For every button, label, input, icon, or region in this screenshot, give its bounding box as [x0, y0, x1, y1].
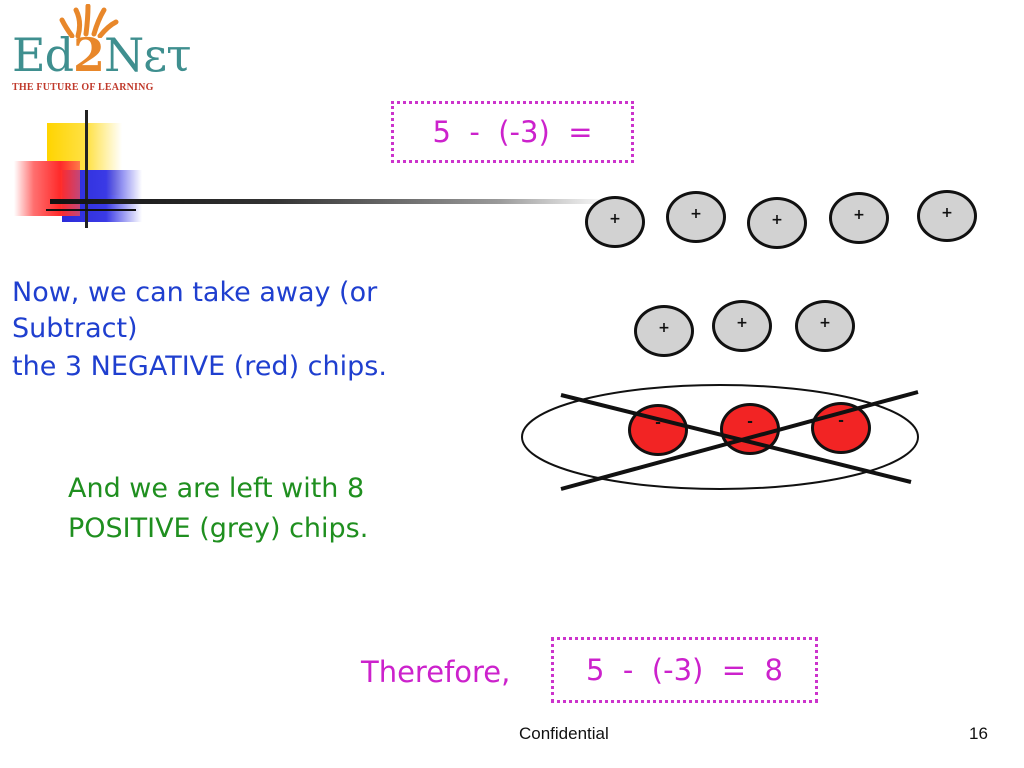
decor-horizontal-line-short [46, 209, 136, 211]
equation-result-text: 5 - (-3) = 8 [586, 653, 783, 687]
positive-chip: + [795, 300, 855, 352]
explanation-line-3: the 3 NEGATIVE (red) chips. [12, 351, 387, 382]
result-text: And we are left with 8 POSITIVE (grey) c… [68, 469, 368, 549]
positive-chip: + [829, 192, 889, 244]
logo-tagline: THE FUTURE OF LEARNING [12, 82, 154, 93]
hand-icon [59, 4, 119, 38]
explanation-line-2: Subtract) [12, 313, 138, 344]
result-line-2: POSITIVE (grey) chips. [68, 513, 369, 544]
explanation-text: Now, we can take away (or Subtract) the … [12, 273, 387, 387]
negative-chip: - [811, 402, 871, 454]
ed2net-logo: Ed2Νετ THE FUTURE OF LEARNING [10, 4, 192, 96]
result-line-1: And we are left with 8 [68, 473, 365, 504]
positive-chip: + [634, 305, 694, 357]
therefore-label: Therefore, [361, 655, 511, 689]
positive-chip: + [917, 190, 977, 242]
equation-top-box: 5 - (-3) = [391, 101, 634, 163]
page-number: 16 [969, 724, 988, 743]
positive-chip: + [747, 197, 807, 249]
decor-horizontal-line [50, 199, 610, 204]
decor-vertical-line [85, 110, 88, 228]
explanation-line-1: Now, we can take away (or [12, 277, 378, 308]
positive-chip: + [666, 191, 726, 243]
equation-result-box: 5 - (-3) = 8 [551, 637, 818, 703]
equation-top-text: 5 - (-3) = [432, 115, 593, 149]
footer-confidential: Confidential [519, 724, 609, 743]
positive-chip: + [585, 196, 645, 248]
logo-wordmark: Ed2Νετ [12, 28, 192, 82]
positive-chip: + [712, 300, 772, 352]
decor-red-square [14, 161, 80, 216]
